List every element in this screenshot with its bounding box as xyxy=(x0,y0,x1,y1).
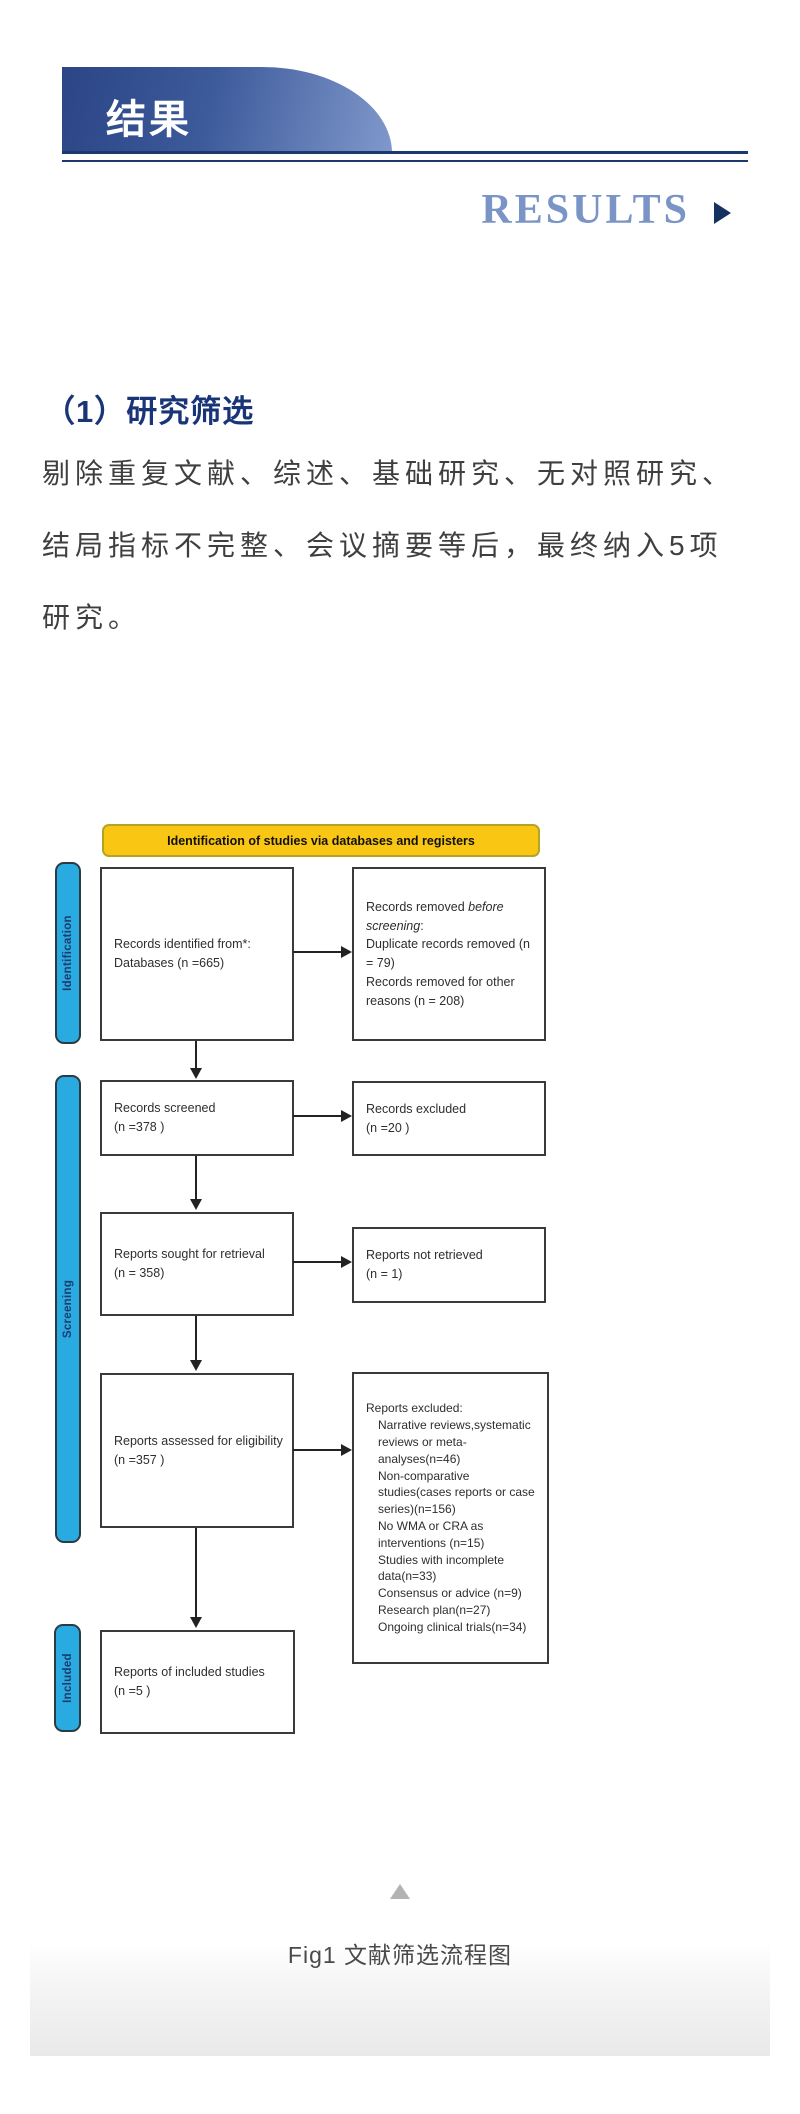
results-label: RESULTS xyxy=(481,187,690,233)
excluded-list-item: Narrative reviews,systematic reviews or … xyxy=(378,1418,531,1466)
footer-gradient-panel xyxy=(30,1942,770,2056)
arrow-line xyxy=(195,1316,197,1361)
paragraph-line: 结局指标不完整、会议摘要等后，最终纳入5项 xyxy=(42,530,723,561)
flow-box-text: Reports of included studies xyxy=(114,1665,265,1680)
flow-box-records-screened: Records screened (n =378 ) xyxy=(100,1080,294,1156)
flow-box-text: (n =20 ) xyxy=(366,1120,410,1135)
excluded-list-item: Studies with incomplete data(n=33) xyxy=(378,1552,505,1584)
stage-tab-screening: Screening xyxy=(55,1075,81,1543)
divider-line-thick xyxy=(62,151,748,154)
paragraph-line: 剔除重复文献、综述、基础研究、无对照研究、 xyxy=(42,458,736,489)
flow-box-included-studies: Reports of included studies (n =5 ) xyxy=(100,1630,295,1734)
flow-box-text: Records removed before screening: xyxy=(366,899,504,933)
paragraph-line: 研究。 xyxy=(42,602,142,633)
flow-box-text: (n =357 ) xyxy=(114,1452,165,1467)
stage-tab-label: Screening xyxy=(62,1279,74,1339)
section-banner: 结果 xyxy=(62,67,392,153)
arrow-line xyxy=(293,1115,342,1117)
stage-tab-identification: Identification xyxy=(55,862,81,1044)
arrow-right-icon xyxy=(341,946,352,958)
divider-line-thin xyxy=(62,160,748,162)
arrow-line xyxy=(195,1528,197,1618)
flow-box-records-identified: Records identified from*: Databases (n =… xyxy=(100,867,294,1041)
arrow-line xyxy=(195,1156,197,1200)
figure-caption: Fig1 文献筛选流程图 xyxy=(287,1942,513,1968)
flow-box-text: Records removed for other reasons (n = 2… xyxy=(366,974,515,1008)
flow-box-not-retrieved: Reports not retrieved (n = 1) xyxy=(352,1227,546,1303)
stage-tab-included: Included xyxy=(54,1624,81,1732)
arrow-right-icon xyxy=(341,1110,352,1122)
section-heading: （1）研究筛选 xyxy=(44,394,255,429)
flow-box-records-excluded: Records excluded (n =20 ) xyxy=(352,1081,546,1156)
body-paragraph: 剔除重复文献、综述、基础研究、无对照研究、 结局指标不完整、会议摘要等后，最终纳… xyxy=(42,438,762,654)
flow-box-text: Duplicate records removed (n = 79) xyxy=(366,937,530,970)
flow-box-text: Records excluded xyxy=(366,1101,467,1116)
banner-title: 结果 xyxy=(106,97,192,142)
collapse-triangle-icon xyxy=(390,1884,410,1899)
flow-box-text: Reports excluded: xyxy=(366,1401,463,1416)
stage-tab-label: Identification xyxy=(62,915,74,991)
flow-box-text: (n =378 ) xyxy=(114,1120,165,1134)
flow-box-reports-excluded-list: Reports excluded: Narrative reviews,syst… xyxy=(352,1372,549,1664)
arrow-down-icon xyxy=(190,1360,202,1371)
arrow-line xyxy=(195,1041,197,1069)
flow-box-text: Records screened xyxy=(114,1101,216,1116)
flow-box-text: (n = 1) xyxy=(366,1267,403,1281)
arrow-down-icon xyxy=(190,1068,202,1079)
excluded-list-item: Consensus or advice (n=9) xyxy=(378,1586,522,1601)
arrow-line xyxy=(293,951,342,953)
flow-box-text: Reports assessed for eligibility xyxy=(114,1433,283,1448)
flow-box-reports-sought: Reports sought for retrieval (n = 358) xyxy=(100,1212,294,1316)
arrow-down-icon xyxy=(190,1617,202,1628)
excluded-list-item: Research plan(n=27) xyxy=(378,1602,491,1617)
prisma-header-bar: Identification of studies via databases … xyxy=(102,824,540,857)
play-arrow-icon xyxy=(714,202,731,224)
excluded-list-item: No WMA or CRA as interventions (n=15) xyxy=(378,1519,485,1550)
flow-box-records-removed: Records removed before screening: Duplic… xyxy=(352,867,546,1041)
arrow-right-icon xyxy=(341,1256,352,1268)
stage-tab-label: Included xyxy=(61,1653,74,1703)
flow-box-reports-assessed: Reports assessed for eligibility (n =357… xyxy=(100,1373,294,1528)
flow-box-text: Records identified from*: xyxy=(114,937,251,952)
excluded-list-item: Non-comparative studies(cases reports or… xyxy=(378,1468,535,1517)
arrow-line xyxy=(293,1449,342,1451)
arrow-right-icon xyxy=(341,1444,352,1456)
flow-box-text: Databases (n =665) xyxy=(114,956,225,970)
flow-box-text: (n =5 ) xyxy=(114,1684,151,1698)
arrow-down-icon xyxy=(190,1199,202,1210)
flow-box-text: Reports sought for retrieval xyxy=(114,1247,265,1262)
flow-box-text: (n = 358) xyxy=(114,1266,165,1280)
arrow-line xyxy=(293,1261,342,1263)
flow-box-text: Reports not retrieved xyxy=(366,1248,483,1263)
excluded-list-item: Ongoing clinical trials(n=34) xyxy=(378,1619,527,1634)
